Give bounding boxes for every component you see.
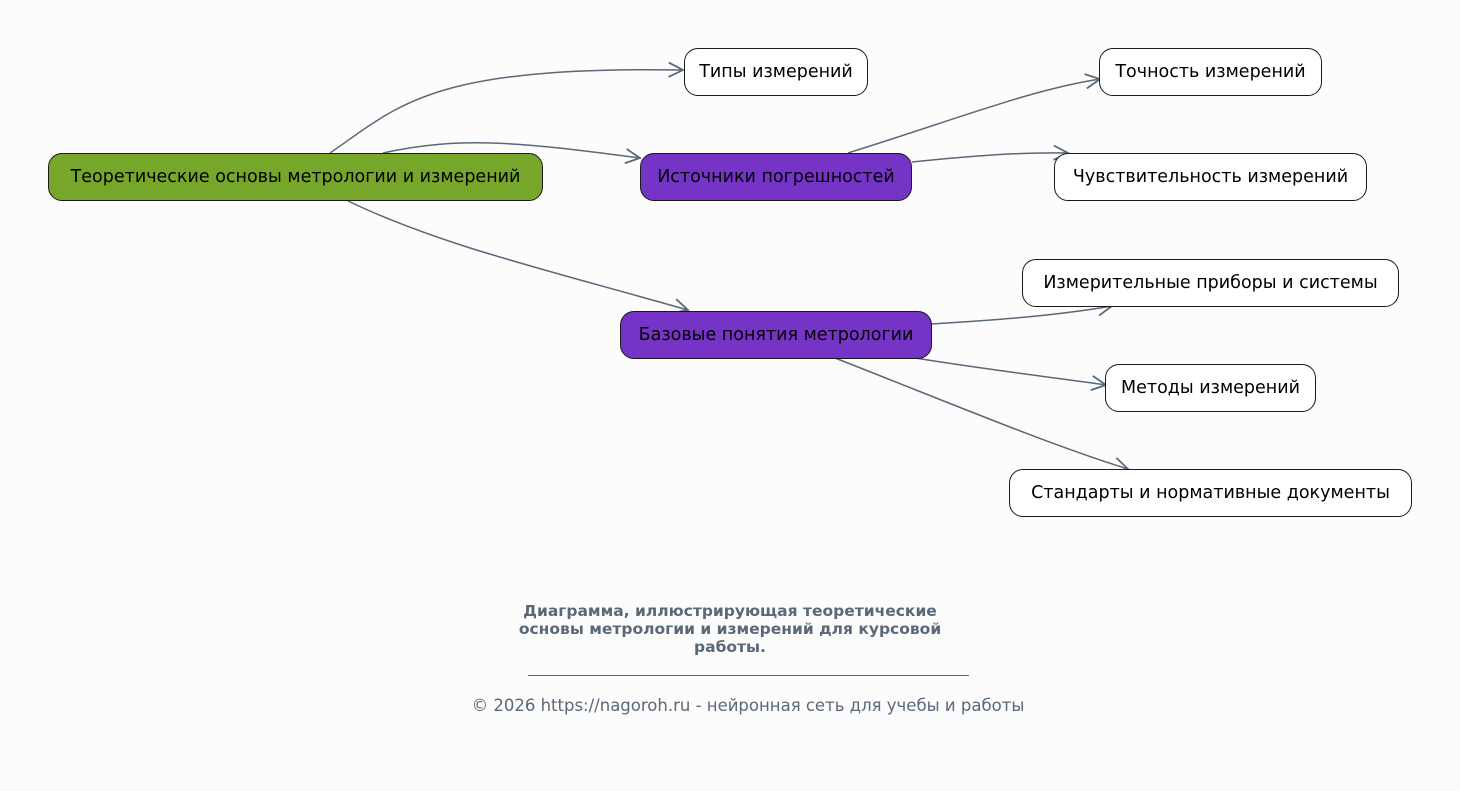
edge-basics-instruments [930,306,1112,325]
edge-root-sources [382,142,640,158]
node-instruments: Измерительные приборы и системы [1022,259,1399,307]
node-accuracy: Точность измерений [1099,48,1322,96]
diagram-caption: Диаграмма, иллюстрирующая теоретические … [518,602,942,656]
edge-sources-accuracy [847,79,1100,154]
footer-copyright: © 2026 https://nagoroh.ru - нейронная се… [471,696,1025,715]
node-measurement-types: Типы измерений [684,48,868,96]
edge-root-basics [347,200,688,310]
node-metrology-basics: Базовые понятия метрологии [620,311,932,359]
node-standards: Стандарты и нормативные документы [1009,469,1412,517]
divider [528,675,969,676]
node-sensitivity: Чувствительность измерений [1054,153,1367,201]
node-root: Теоретические основы метрологии и измере… [48,153,543,201]
edge-root-types [329,70,683,154]
node-error-sources: Источники погрешностей [640,153,912,201]
edge-sources-sensitivity [911,153,1068,163]
node-methods: Методы измерений [1105,364,1316,412]
edge-basics-methods [914,357,1106,385]
edge-basics-standards [834,357,1128,469]
